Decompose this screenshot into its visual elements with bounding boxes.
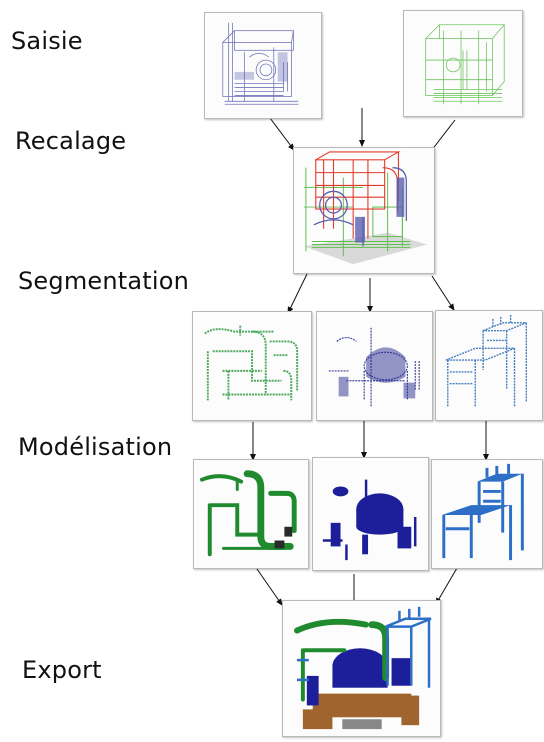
stage-label-segmentation: Segmentation xyxy=(18,267,190,295)
modeled-structure-image xyxy=(431,459,543,569)
registered-scan-image xyxy=(293,147,435,274)
scan-blue-image xyxy=(204,12,322,119)
modeled-pipes-image xyxy=(193,459,309,569)
stage-label-export: Export xyxy=(22,656,102,684)
segmented-structure-image xyxy=(435,310,543,421)
segmented-equipment-image xyxy=(316,311,433,421)
scan-green-image xyxy=(403,10,523,117)
arrow-saisie-left-to-recalage xyxy=(269,117,295,151)
arrow-model-right-to-export xyxy=(435,567,458,605)
exported-model-image xyxy=(282,600,441,737)
arrow-model-left-to-export xyxy=(256,568,283,606)
stage-label-modelisation: Modélisation xyxy=(18,433,173,461)
stage-label-saisie: Saisie xyxy=(11,27,83,55)
stage-label-recalage: Recalage xyxy=(15,127,127,155)
modeled-equipment-image xyxy=(312,457,429,571)
arrow-recalage-to-seg-right xyxy=(431,275,455,311)
arrow-recalage-to-seg-left xyxy=(287,273,308,314)
segmented-pipes-image xyxy=(192,311,312,421)
